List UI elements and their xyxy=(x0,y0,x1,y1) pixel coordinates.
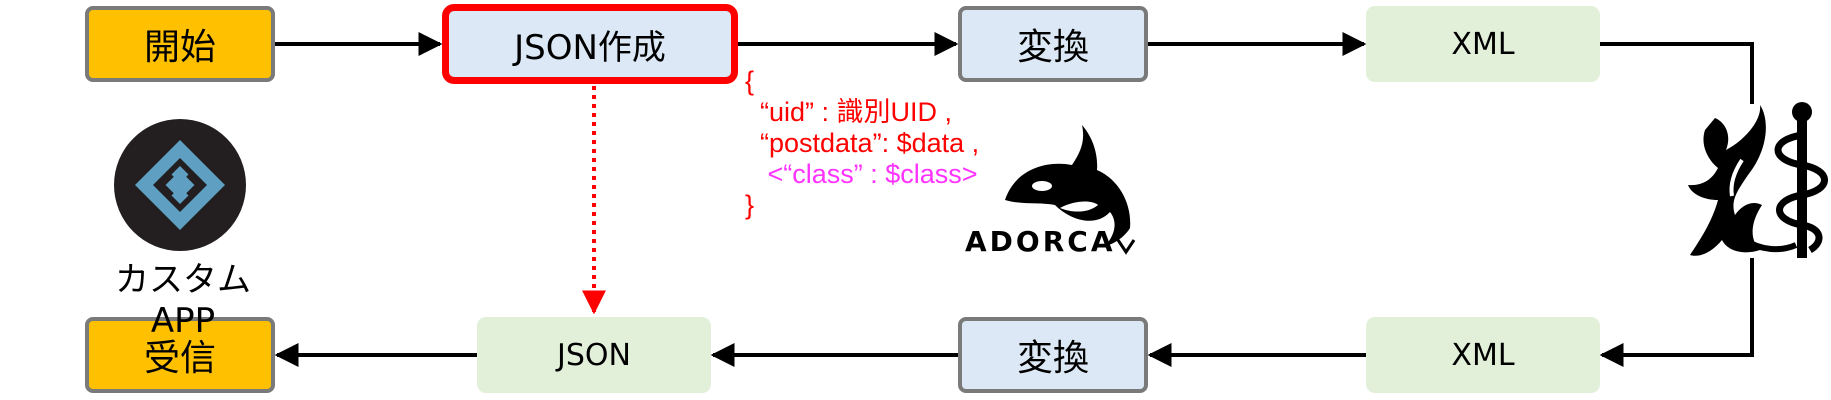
orca-logo-icon xyxy=(1005,125,1136,255)
adorca-wordmark: ADORCA xyxy=(965,225,1116,258)
xml-node-top[interactable]: XML xyxy=(1366,6,1600,82)
payload-class-line: <“class” : $class> xyxy=(745,159,978,189)
payload-close-brace: } xyxy=(745,190,755,220)
custom-app-label: カスタムAPP xyxy=(115,260,251,341)
payload-postdata-line: “postdata”: $data , xyxy=(745,128,980,158)
arrow-orca-to-xml xyxy=(1599,258,1754,367)
json-create-node[interactable]: JSON作成 xyxy=(442,4,738,84)
start-node[interactable]: 開始 xyxy=(85,6,275,82)
filemaker-app-icon xyxy=(114,119,246,251)
json-payload: { “uid” : 識別UID , “postdata”: $data , <“… xyxy=(745,66,979,221)
json-node-bottom[interactable]: JSON xyxy=(477,317,711,393)
receive-node[interactable]: 受信 xyxy=(85,317,275,393)
payload-uid-line: “uid” : 識別UID , xyxy=(745,97,953,127)
convert-node-bottom[interactable]: 変換 xyxy=(958,317,1148,393)
convert-node-top[interactable]: 変換 xyxy=(958,6,1148,82)
payload-open-brace: { xyxy=(745,66,755,96)
xml-node-bottom[interactable]: XML xyxy=(1366,317,1600,393)
connector-xml-to-orca xyxy=(1600,42,1754,104)
orca-caduceus-logo-icon xyxy=(1688,102,1828,258)
